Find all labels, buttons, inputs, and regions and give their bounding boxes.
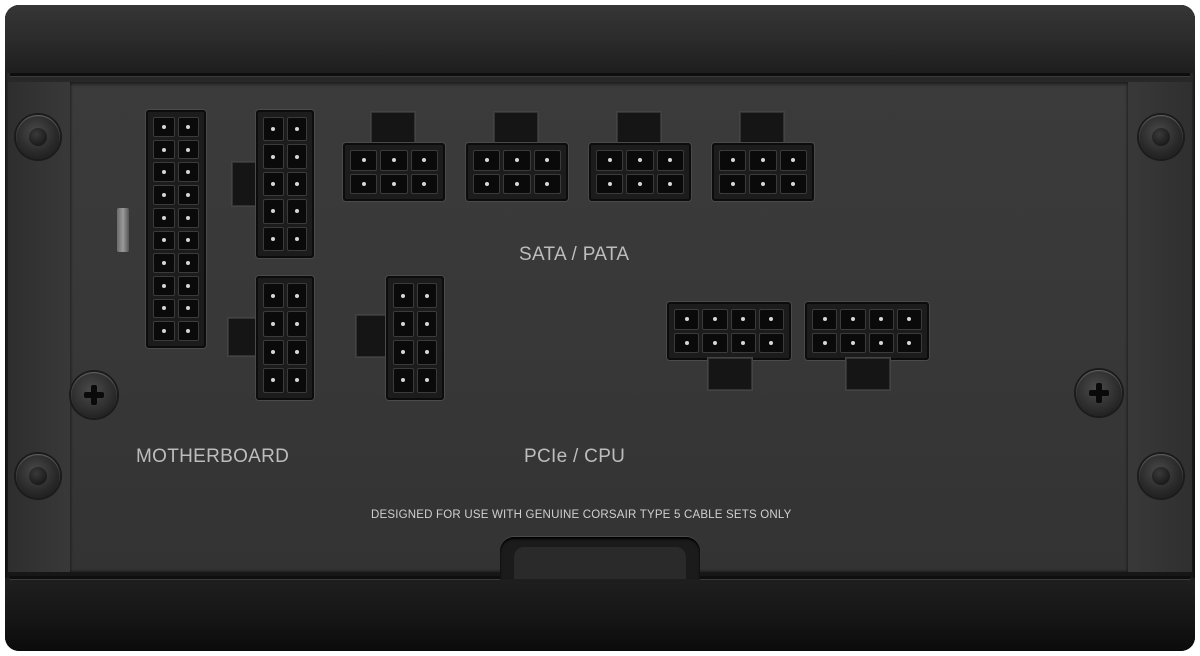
motherboard-10pin-connector xyxy=(256,110,314,258)
connector-latch xyxy=(708,358,752,390)
sata-pata-connector-2 xyxy=(466,143,568,201)
sata-pata-connector-3 xyxy=(589,143,691,201)
connector-clip xyxy=(117,208,129,252)
motherboard-label: MOTHERBOARD xyxy=(136,446,290,467)
connector-latch xyxy=(494,112,538,146)
connector-latch xyxy=(356,315,386,357)
sata-pata-connector-4 xyxy=(712,143,814,201)
phillips-screw-right xyxy=(1076,370,1122,416)
connector-latch xyxy=(740,112,784,146)
pcie-cpu-connector-3 xyxy=(667,302,791,360)
bottom-rail-right xyxy=(700,576,1190,579)
bottom-rail-left xyxy=(10,576,500,579)
screw-bottom-right xyxy=(1139,454,1183,498)
connector-latch xyxy=(228,318,258,356)
chassis-top-edge xyxy=(5,5,1195,73)
connector-latch xyxy=(232,162,258,206)
chassis-bottom-edge xyxy=(5,578,1195,651)
pcie-cpu-connector-2 xyxy=(386,276,444,400)
pcie-cpu-connector-1 xyxy=(256,276,314,400)
bottom-notch-inner xyxy=(514,547,686,579)
sata-pata-label: SATA / PATA xyxy=(519,244,630,265)
sata-pata-connector-1 xyxy=(343,143,445,201)
screw-bottom-left xyxy=(16,454,60,498)
connector-latch xyxy=(617,112,661,146)
screw-top-left xyxy=(16,115,60,159)
connector-latch xyxy=(371,112,415,146)
pcie-cpu-label: PCIe / CPU xyxy=(524,446,626,467)
phillips-screw-left xyxy=(71,372,117,418)
motherboard-24pin-connector xyxy=(146,110,206,348)
top-rail xyxy=(10,73,1190,76)
pcie-cpu-connector-4 xyxy=(805,302,929,360)
cable-notice-text: DESIGNED FOR USE WITH GENUINE CORSAIR TY… xyxy=(371,509,792,521)
connector-latch xyxy=(846,358,890,390)
screw-top-right xyxy=(1139,115,1183,159)
